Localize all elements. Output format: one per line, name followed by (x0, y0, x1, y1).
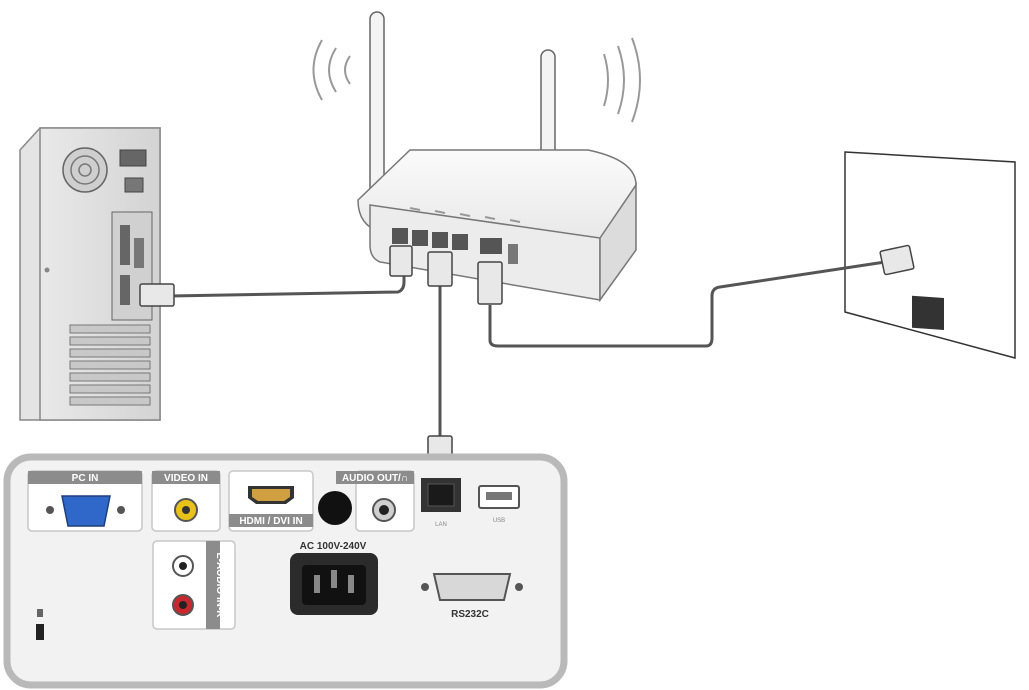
rs232c-port: RS232C (421, 573, 523, 620)
video-in-label: VIDEO IN (164, 473, 208, 484)
lan-port: LAN (421, 478, 461, 528)
wifi-waves-left-icon (312, 39, 351, 101)
audio-in-label: L-AUDIO IN-R (214, 553, 225, 619)
power-button (318, 491, 352, 525)
video-in-port: VIDEO IN (151, 470, 221, 532)
projector-back-panel: PC IN VIDEO IN HDMI / DVI IN AUD (3, 453, 568, 689)
ethernet-cables (169, 260, 886, 450)
kensington-lock-icon (36, 609, 44, 640)
ac-power-inlet: AC 100V-240V (290, 541, 378, 615)
ethernet-plugs (139, 244, 915, 477)
wireless-router (357, 11, 637, 303)
hdmi-dvi-in-port: HDMI / DVI IN (228, 470, 314, 532)
audio-out-port: AUDIO OUT/∩ (336, 470, 415, 532)
audio-out-label: AUDIO OUT/∩ (342, 473, 408, 484)
usb-port: USB (478, 485, 520, 524)
usb-label: USB (493, 518, 505, 524)
pc-in-port: PC IN (27, 470, 143, 532)
hdmi-dvi-in-label: HDMI / DVI IN (239, 516, 302, 527)
pc-in-label: PC IN (72, 473, 99, 484)
audio-in-port: L-AUDIO IN-R (152, 540, 236, 630)
wall-lan-outlet (844, 151, 1016, 359)
wifi-waves-right-icon (603, 37, 641, 123)
fan-icon (62, 147, 108, 193)
ac-power-label: AC 100V-240V (300, 541, 367, 552)
lan-label: LAN (435, 522, 447, 528)
rs232c-label: RS232C (451, 609, 489, 620)
desktop-computer (19, 127, 161, 421)
